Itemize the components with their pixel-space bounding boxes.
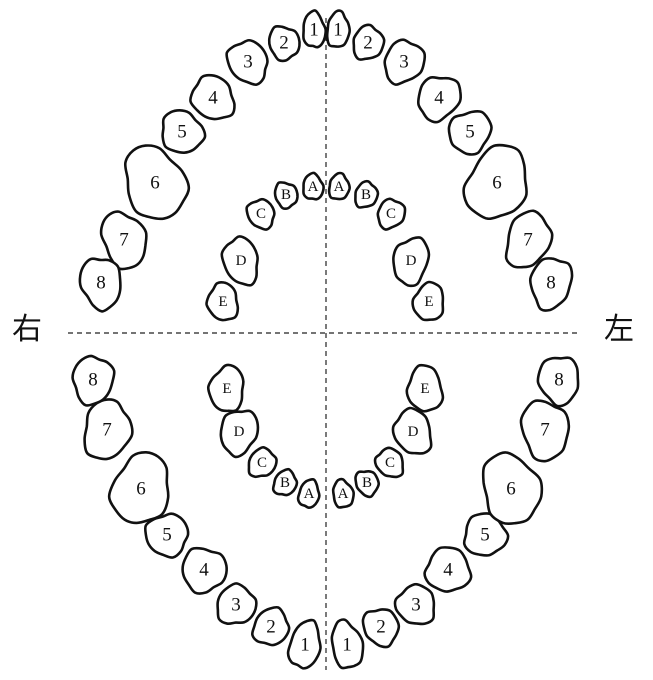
tooth-number-label: E (424, 294, 433, 310)
tooth-number-label: D (408, 424, 419, 440)
tooth-upper-permanent-right-1: 1 (302, 10, 327, 48)
tooth-lower-permanent-left-7: 7 (518, 396, 575, 464)
tooth-number-label: 3 (399, 52, 409, 73)
tooth-number-label: D (406, 253, 417, 269)
tooth-number-label: E (218, 294, 227, 310)
tooth-number-label: A (334, 179, 345, 195)
tooth-number-label: 8 (88, 370, 98, 391)
tooth-number-label: A (308, 179, 319, 195)
tooth-number-label: 3 (243, 52, 253, 73)
tooth-number-label: 5 (162, 525, 172, 546)
tooth-number-label: 8 (96, 273, 106, 294)
tooth-number-label: 1 (309, 20, 319, 41)
right-side-label: 右 (12, 315, 42, 345)
tooth-number-label: 2 (279, 33, 289, 54)
tooth-upper-primary-right-C: C (243, 195, 281, 234)
tooth-number-label: B (280, 475, 290, 491)
tooth-number-label: 1 (300, 635, 310, 656)
tooth-number-label: 2 (266, 617, 276, 638)
tooth-number-label: 1 (342, 635, 352, 656)
tooth-lower-primary-left-B: B (351, 466, 383, 500)
tooth-upper-primary-right-A: A (302, 172, 325, 201)
tooth-number-label: 7 (119, 230, 129, 251)
left-side-label: 左 (604, 315, 634, 345)
tooth-upper-primary-right-B: B (271, 178, 301, 211)
tooth-number-label: 5 (177, 122, 187, 143)
tooth-upper-permanent-left-2: 2 (348, 22, 388, 66)
tooth-lower-primary-right-E: E (206, 363, 245, 412)
tooth-number-label: 2 (376, 617, 386, 638)
tooth-number-label: B (281, 187, 291, 203)
tooth-number-label: C (256, 206, 266, 222)
tooth-number-label: D (234, 424, 245, 440)
tooth-upper-permanent-left-1: 1 (326, 10, 351, 47)
tooth-number-label: 3 (411, 595, 421, 616)
tooth-number-label: 7 (102, 420, 112, 441)
tooth-lower-primary-right-A: A (297, 477, 322, 509)
tooth-number-label: 8 (554, 370, 564, 391)
tooth-number-label: E (420, 381, 429, 397)
tooth-number-label: 5 (465, 122, 475, 143)
tooth-number-label: 5 (480, 525, 490, 546)
tooth-number-label: 6 (150, 173, 160, 194)
tooth-lower-primary-left-A: A (331, 477, 356, 508)
tooth-number-label: C (257, 455, 267, 471)
tooth-number-label: 7 (523, 230, 533, 251)
tooth-upper-permanent-right-2: 2 (265, 21, 305, 64)
tooth-number-label: 7 (540, 420, 550, 441)
tooth-number-label: 4 (434, 88, 444, 109)
tooth-number-label: B (362, 475, 372, 491)
tooth-lower-primary-right-B: B (270, 466, 302, 500)
tooth-number-label: A (304, 486, 315, 502)
tooth-upper-primary-left-A: A (328, 172, 351, 200)
tooth-upper-primary-left-D: D (388, 232, 433, 288)
tooth-number-label: A (338, 486, 349, 502)
tooth-number-label: 6 (506, 479, 516, 500)
tooth-upper-primary-right-E: E (204, 280, 240, 322)
tooth-lower-permanent-left-1: 1 (328, 616, 368, 669)
midlines (68, 18, 578, 670)
tooth-number-label: 4 (208, 88, 218, 109)
tooth-number-label: 4 (199, 560, 209, 581)
tooth-number-label: 2 (363, 33, 373, 54)
tooth-number-label: 8 (546, 273, 556, 294)
tooth-number-label: 3 (231, 595, 241, 616)
tooth-lower-permanent-right-1: 1 (285, 616, 326, 671)
tooth-lower-primary-left-E: E (404, 363, 444, 413)
tooth-number-label: 6 (136, 479, 146, 500)
tooth-upper-primary-left-C: C (372, 195, 410, 235)
tooth-upper-primary-left-B: B (351, 179, 381, 212)
tooth-number-label: C (385, 455, 395, 471)
tooth-number-label: 6 (492, 173, 502, 194)
tooth-number-label: E (222, 381, 231, 397)
tooth-number-label: B (361, 187, 371, 203)
tooth-number-label: C (386, 206, 396, 222)
tooth-number-label: 1 (333, 20, 343, 41)
tooth-number-label: 4 (443, 560, 453, 581)
tooth-number-label: D (236, 253, 247, 269)
